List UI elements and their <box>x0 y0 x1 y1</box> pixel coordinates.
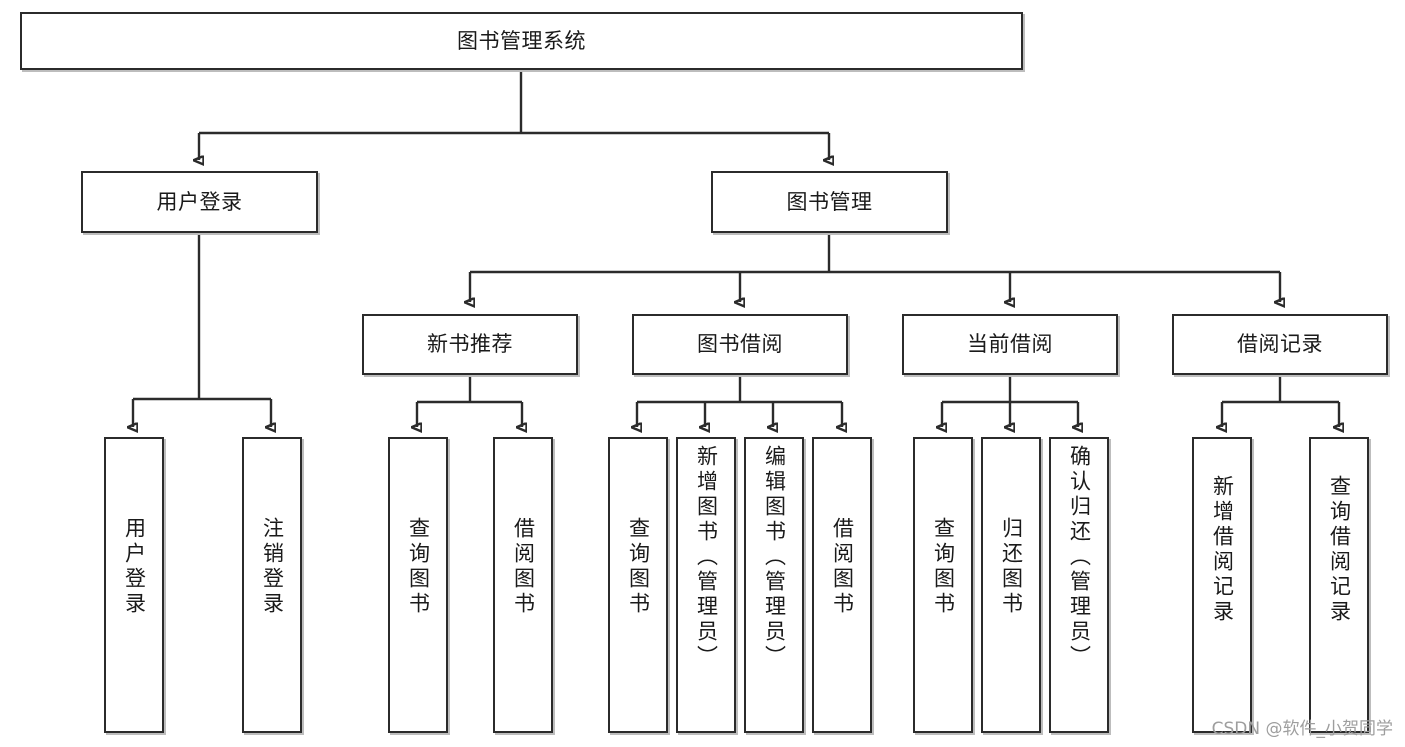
leaf-record-add-record-label: 新增借阅记录 <box>1210 475 1235 625</box>
leaf-current-return-book[interactable]: 归还图书 <box>981 437 1041 733</box>
leaf-recommend-borrow-book-label: 借阅图书 <box>511 517 536 617</box>
leaf-current-confirm-return-admin-label: 确认归还（管理员） <box>1067 445 1092 670</box>
node-new-book-recommend[interactable]: 新书推荐 <box>362 314 578 375</box>
node-user-login-label: 用户登录 <box>156 189 243 214</box>
node-new-book-recommend-label: 新书推荐 <box>427 332 513 357</box>
leaf-borrow-edit-book-admin[interactable]: 编辑图书（管理员） <box>744 437 804 733</box>
leaf-borrow-borrow-book[interactable]: 借阅图书 <box>812 437 872 733</box>
leaf-borrow-borrow-book-label: 借阅图书 <box>830 517 855 617</box>
node-root-label: 图书管理系统 <box>457 28 586 53</box>
leaf-recommend-query-book[interactable]: 查询图书 <box>388 437 448 733</box>
node-book-management[interactable]: 图书管理 <box>711 171 948 233</box>
node-current-borrow-label: 当前借阅 <box>967 332 1053 357</box>
leaf-user-login-login-label: 用户登录 <box>122 517 147 617</box>
node-borrow-record[interactable]: 借阅记录 <box>1172 314 1388 375</box>
leaf-user-login-login[interactable]: 用户登录 <box>104 437 164 733</box>
node-user-login[interactable]: 用户登录 <box>81 171 318 233</box>
leaf-recommend-query-book-label: 查询图书 <box>406 517 431 617</box>
leaf-user-login-logout[interactable]: 注销登录 <box>242 437 302 733</box>
leaf-borrow-query-book[interactable]: 查询图书 <box>608 437 668 733</box>
node-borrow-record-label: 借阅记录 <box>1237 332 1323 357</box>
leaf-record-query-record[interactable]: 查询借阅记录 <box>1309 437 1369 733</box>
leaf-current-return-book-label: 归还图书 <box>999 517 1024 617</box>
node-book-borrow-label: 图书借阅 <box>697 332 783 357</box>
csdn-watermark: CSDN @软件_小贺同学 <box>1211 719 1393 739</box>
node-book-management-label: 图书管理 <box>786 189 873 214</box>
leaf-record-query-record-label: 查询借阅记录 <box>1327 475 1352 625</box>
leaf-record-add-record[interactable]: 新增借阅记录 <box>1192 437 1252 733</box>
leaf-borrow-add-book-admin-label: 新增图书（管理员） <box>694 445 719 670</box>
leaf-user-login-logout-label: 注销登录 <box>260 517 285 617</box>
node-root[interactable]: 图书管理系统 <box>20 12 1023 70</box>
leaf-recommend-borrow-book[interactable]: 借阅图书 <box>493 437 553 733</box>
node-book-borrow[interactable]: 图书借阅 <box>632 314 848 375</box>
leaf-borrow-edit-book-admin-label: 编辑图书（管理员） <box>762 445 787 670</box>
node-current-borrow[interactable]: 当前借阅 <box>902 314 1118 375</box>
leaf-borrow-add-book-admin[interactable]: 新增图书（管理员） <box>676 437 736 733</box>
leaf-current-query-book-label: 查询图书 <box>931 517 956 617</box>
leaf-current-query-book[interactable]: 查询图书 <box>913 437 973 733</box>
leaf-borrow-query-book-label: 查询图书 <box>626 517 651 617</box>
leaf-current-confirm-return-admin[interactable]: 确认归还（管理员） <box>1049 437 1109 733</box>
